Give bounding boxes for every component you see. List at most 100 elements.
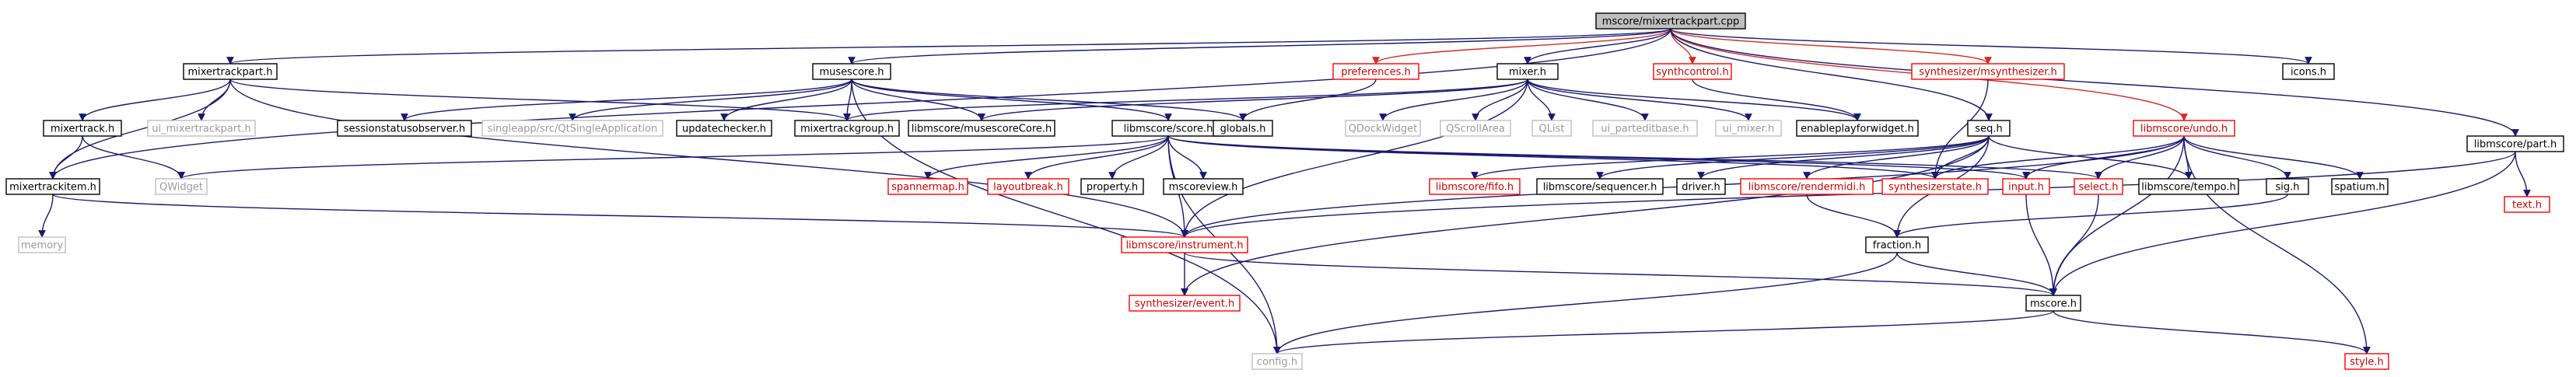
node-mixertrackpart-h[interactable]: mixertrackpart.h	[183, 63, 278, 80]
node-enableplayforwidget-h[interactable]: enableplayforwidget.h	[1796, 120, 1919, 137]
node-box	[1740, 178, 1874, 195]
edge-mixer_h-to-enableplayforwidget_h	[1527, 79, 1861, 121]
node-mixertrack-h[interactable]: mixertrack.h	[43, 120, 122, 137]
edge-path	[79, 79, 231, 121]
node-musescorecore-h[interactable]: libmscore/musescoreCore.h	[908, 120, 1055, 137]
node-globals-h[interactable]: globals.h	[1213, 120, 1273, 137]
node-box	[2466, 135, 2564, 152]
node-qwidget[interactable]: QWidget	[155, 178, 208, 195]
edge-path	[1181, 79, 1528, 238]
edge-seq_h-to-driver_h	[1697, 135, 1990, 180]
edge-path	[924, 135, 1169, 180]
node-config-h[interactable]: config.h	[1251, 353, 1303, 370]
edges-layer	[38, 28, 2531, 354]
edge-path	[1931, 135, 2185, 180]
node-label: synthesizer/event.h	[1135, 298, 1234, 310]
node-box	[1865, 236, 1929, 253]
edge-mixer_h-to-instrument_h	[1181, 79, 1528, 238]
edge-path	[848, 28, 1671, 65]
edge-path	[82, 135, 185, 180]
node-label: QDockWidget	[1349, 124, 1418, 135]
node-tempo-h[interactable]: libmscore/tempo.h	[2138, 178, 2239, 195]
node-ui-parteditbase-h[interactable]: ui_parteditbase.h	[1592, 120, 1698, 137]
node-label: libmscore/tempo.h	[2141, 182, 2236, 194]
node-label: style.h	[2350, 357, 2384, 368]
node-box	[1967, 120, 2011, 137]
edge-path	[1670, 28, 1992, 65]
edge-part_h-to-text_h	[2515, 151, 2531, 197]
node-spannermap-h[interactable]: spannermap.h	[887, 178, 968, 195]
node-memory[interactable]: memory	[18, 236, 66, 253]
node-instrument-h[interactable]: libmscore/instrument.h	[1121, 236, 1248, 253]
node-event-h[interactable]: synthesizer/event.h	[1129, 295, 1241, 312]
node-fifo-h[interactable]: libmscore/fifo.h	[1429, 178, 1521, 195]
node-input-h[interactable]: input.h	[2002, 178, 2050, 195]
node-spatium-h[interactable]: spatium.h	[2331, 178, 2389, 195]
node-score-h[interactable]: libmscore/score.h	[1111, 120, 1225, 137]
node-preferences-h[interactable]: preferences.h	[1332, 63, 1419, 80]
edge-root-to-mixer_h	[1524, 28, 1671, 65]
node-mixer-h[interactable]: mixer.h	[1496, 63, 1559, 80]
edge-path	[2049, 151, 2516, 296]
node-synthcontrol-h[interactable]: synthcontrol.h	[1653, 63, 1732, 80]
node-select-h[interactable]: select.h	[2074, 178, 2123, 195]
edge-mixer_h-to-ui_parteditbase_h	[1527, 79, 1649, 121]
node-root[interactable]: mscore/mixertrackpart.cpp	[1595, 12, 1746, 30]
node-box	[18, 236, 66, 253]
node-label: mscore.h	[2030, 298, 2077, 310]
node-sequencer-h[interactable]: libmscore/sequencer.h	[1536, 178, 1664, 195]
node-ui-mixertrackpart-h[interactable]: ui_mixertrackpart.h	[147, 120, 256, 137]
edge-root-to-mixertrackitem_h	[49, 28, 1671, 180]
edge-part_h-to-mscore_h	[2049, 151, 2516, 296]
node-box	[1715, 120, 1782, 137]
edge-root-to-icons_h	[1670, 28, 2312, 65]
node-mixertrackitem-h[interactable]: mixertrackitem.h	[5, 178, 100, 195]
node-musescore-h[interactable]: musescore.h	[812, 63, 891, 80]
node-msynthesizer-h[interactable]: synthesizer/msynthesizer.h	[1911, 63, 2065, 80]
node-label: ui_mixertrackpart.h	[152, 124, 250, 135]
node-mscore-h[interactable]: mscore.h	[2025, 295, 2081, 312]
node-undo-h[interactable]: libmscore/undo.h	[2133, 120, 2235, 137]
node-property-h[interactable]: property.h	[1080, 178, 1144, 195]
node-icons-h[interactable]: icons.h	[2282, 63, 2335, 80]
node-box	[794, 120, 900, 137]
edge-mixer_h-to-qscrollarea	[1472, 79, 1528, 121]
node-box	[1911, 63, 2065, 80]
node-updatechecker-h[interactable]: updatechecker.h	[676, 120, 772, 137]
node-box	[1163, 178, 1244, 195]
node-synthesizerstate-h[interactable]: synthesizerstate.h	[1881, 178, 1989, 195]
edge-musescore_h-to-updatechecker_h	[720, 79, 852, 121]
node-rendermidi-h[interactable]: libmscore/rendermidi.h	[1740, 178, 1874, 195]
edge-undo_h-to-spatium_h	[2183, 135, 2364, 180]
node-qdockwidget[interactable]: QDockWidget	[1345, 120, 1421, 137]
node-fraction-h[interactable]: fraction.h	[1865, 236, 1929, 253]
node-driver-h[interactable]: driver.h	[1676, 178, 1726, 195]
node-sessionstatusobserver-h[interactable]: sessionstatusobserver.h	[337, 120, 472, 137]
node-text-h[interactable]: text.h	[2504, 196, 2550, 213]
edge-path	[851, 79, 1247, 121]
node-box	[1129, 295, 1241, 312]
edge-path	[720, 79, 852, 121]
node-label: mixertrackitem.h	[9, 182, 96, 194]
node-label: libmscore/musescoreCore.h	[912, 124, 1052, 135]
node-label: libmscore/instrument.h	[1125, 240, 1243, 252]
edge-musescore_h-to-qtsingleapplication	[569, 79, 852, 121]
node-label: ui_mixer.h	[1723, 124, 1774, 135]
node-box	[2074, 178, 2123, 195]
node-sig-h[interactable]: sig.h	[2266, 178, 2309, 195]
node-box	[1881, 178, 1989, 195]
node-ui-mixer-h[interactable]: ui_mixer.h	[1715, 120, 1782, 137]
node-mscoreview-h[interactable]: mscoreview.h	[1163, 178, 1244, 195]
edge-path	[2025, 194, 2057, 296]
node-qlist[interactable]: QList	[1531, 120, 1572, 137]
node-seq-h[interactable]: seq.h	[1967, 120, 2011, 137]
node-part-h[interactable]: libmscore/part.h	[2466, 135, 2564, 152]
node-style-h[interactable]: style.h	[2344, 353, 2389, 370]
node-box	[1213, 120, 1273, 137]
node-qscrollarea[interactable]: QScrollArea	[1440, 120, 1511, 137]
node-layoutbreak-h[interactable]: layoutbreak.h	[987, 178, 1069, 195]
node-label: QWidget	[159, 182, 203, 194]
edge-path	[1108, 135, 1169, 180]
node-mixertrackgroup-h[interactable]: mixertrackgroup.h	[794, 120, 900, 137]
node-qtsingleapplication[interactable]: singleapp/src/QtSingleApplication	[481, 120, 663, 137]
